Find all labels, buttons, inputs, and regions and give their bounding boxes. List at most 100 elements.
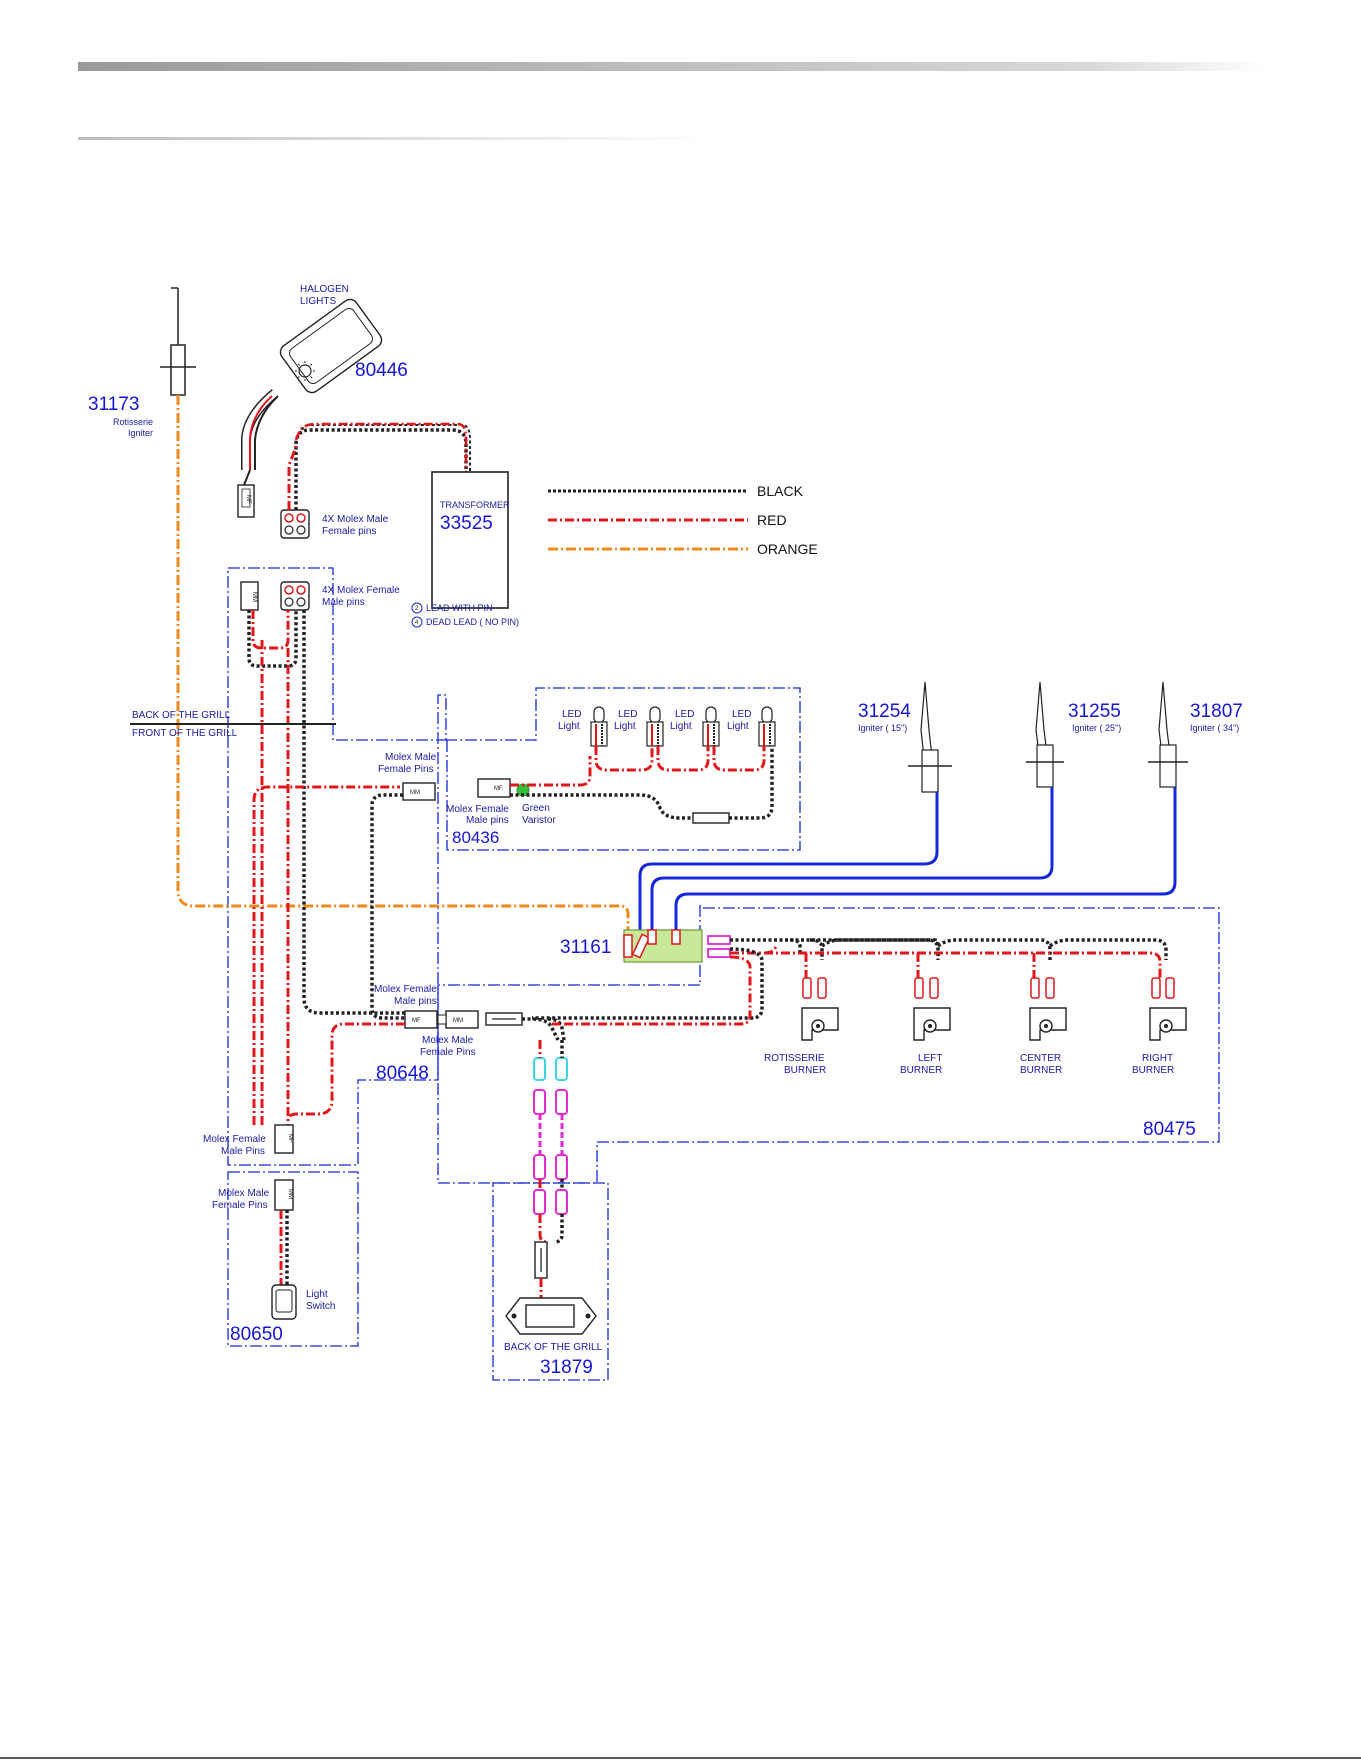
rotisserie-burner-label: ROTISSERIE [764,1053,825,1064]
rotisserie-burner-label-2: BURNER [784,1065,826,1076]
svg-text:LED: LED [732,709,751,720]
magenta-terminals-upper [533,1089,568,1115]
molex-male-d-label-2: Female Pins [212,1200,268,1211]
module-box-31879 [492,1182,609,1381]
svg-text:MM: MM [410,790,420,796]
molex-male-d-connector [274,1179,294,1211]
green-varistor-label-2: Varistor [522,815,556,826]
svg-text:MF: MF [287,1134,293,1143]
igniter-31255 [1026,681,1064,788]
halogen-light-fixture [279,298,383,394]
led-light-4 [758,706,776,747]
svg-text:Light: Light [614,721,636,732]
rotisserie-igniter-body [170,344,186,396]
halogen-lights-label: HALOGEN [300,284,349,295]
svg-text:Light: Light [670,721,692,732]
4x-molex-female-connector [280,581,310,611]
legend-orange-label: ORANGE [757,541,818,557]
transformer-label: TRANSFORMER [440,500,510,510]
front-of-grill-label: FRONT OF THE GRILL [132,728,238,739]
igniter-31254-blue-wire [638,792,939,930]
legend: BLACK RED ORANGE [548,483,818,557]
molex-female-d-connector [274,1124,294,1154]
part-number-31173: 31173 [88,394,139,415]
part-number-31255: 31255 [1068,701,1121,722]
led-light-1 [590,706,608,747]
rotisserie-igniter-label-2: Igniter [128,428,153,438]
svg-text:LED: LED [675,709,694,720]
burner-right [1149,977,1187,1041]
led-box-80436 [446,687,801,851]
molex-female-c-label: Molex Female [446,804,509,815]
molex-male-a-label-2: Female Pins [378,764,434,775]
molex-female-b-label: Molex Female [374,984,437,995]
svg-text:2: 2 [415,606,419,612]
igniter-31807-blue-wire [674,787,1177,930]
led-resistor [692,812,730,824]
rotisserie-igniter-orange-wire [176,395,630,930]
part-number-80475: 80475 [1143,1119,1196,1140]
right-burner-label: RIGHT [1142,1053,1173,1064]
back-of-grill-module-label: BACK OF THE GRILL [504,1342,603,1353]
wire-black-down [302,610,405,1015]
svg-text:LED: LED [562,709,581,720]
part-number-80436: 80436 [452,828,499,847]
part-number-31879: 31879 [540,1357,593,1378]
light-switch-label: Light [306,1289,328,1300]
igniter-31255-blue-wire [650,787,1054,930]
transformer-box [431,471,509,609]
led-light-2 [646,706,664,747]
lead-with-pin-label: LEAD WITH PIN [426,603,493,613]
svg-text:MF: MF [245,495,251,504]
svg-text:Light: Light [727,721,749,732]
igniter-31807 [1148,681,1188,788]
wire-red-to-molex-a [252,785,400,1125]
burner-center [1029,977,1067,1041]
svg-text:MM: MM [453,1018,463,1024]
4x-molex-female-label-2: Male pins [322,597,365,608]
4x-molex-male-connector [280,509,310,539]
molex-female-b-label-2: Male pins [394,996,437,1007]
svg-text:MM: MM [251,592,257,602]
part-number-33525: 33525 [440,513,493,534]
halogen-to-transformer-red [287,444,298,510]
molex-male-a-connector [402,782,436,801]
halogen-lights-label-2: LIGHTS [300,296,336,307]
legend-black-label: BLACK [757,483,804,499]
part-number-31161: 31161 [560,937,611,958]
part-number-80446: 80446 [355,360,408,381]
harness-box-80648 [227,567,447,1166]
molex-male-b-label: Molex Male [422,1035,474,1046]
part-number-31254: 31254 [858,701,911,722]
molex-female-b-connector [404,1010,438,1029]
legend-red-label: RED [757,512,787,528]
part-number-80650: 80650 [230,1324,283,1345]
spark-module-31161 [623,929,703,963]
svg-text:4: 4 [415,620,419,626]
light-switch-label-2: Switch [306,1301,335,1312]
4x-molex-male-label: 4X Molex Male [322,514,389,525]
molex-male-b-label-2: Female Pins [420,1047,476,1058]
svg-text:MF: MF [494,786,503,792]
right-burner-label-2: BURNER [1132,1065,1174,1076]
back-of-grill-label: BACK OF THE GRILL [132,710,231,721]
left-burner-label: LEFT [918,1053,942,1064]
dead-lead-label: DEAD LEAD ( NO PIN) [426,617,519,627]
svg-text:MM: MM [287,1189,293,1199]
igniter-34-label: Igniter ( 34") [1190,723,1239,733]
svg-text:MF: MF [412,1018,421,1024]
magenta-terminals-lower [533,1189,568,1215]
part-number-80648: 80648 [376,1063,429,1084]
magenta-terminals-middle [533,1154,568,1180]
cyan-terminals [533,1057,568,1081]
green-varistor-label: Green [522,803,550,814]
header-bar [78,62,1268,71]
4x-molex-male-label-2: Female pins [322,526,376,537]
part-number-31807: 31807 [1190,701,1243,722]
header-rule [78,137,718,140]
molex-female-d-label-2: Male Pins [221,1146,265,1157]
wire-red-lower-loop [286,1022,405,1123]
molex-male-a-label: Molex Male [385,752,437,763]
switch-box-80650 [227,1171,359,1347]
led-light-3 [702,706,720,747]
